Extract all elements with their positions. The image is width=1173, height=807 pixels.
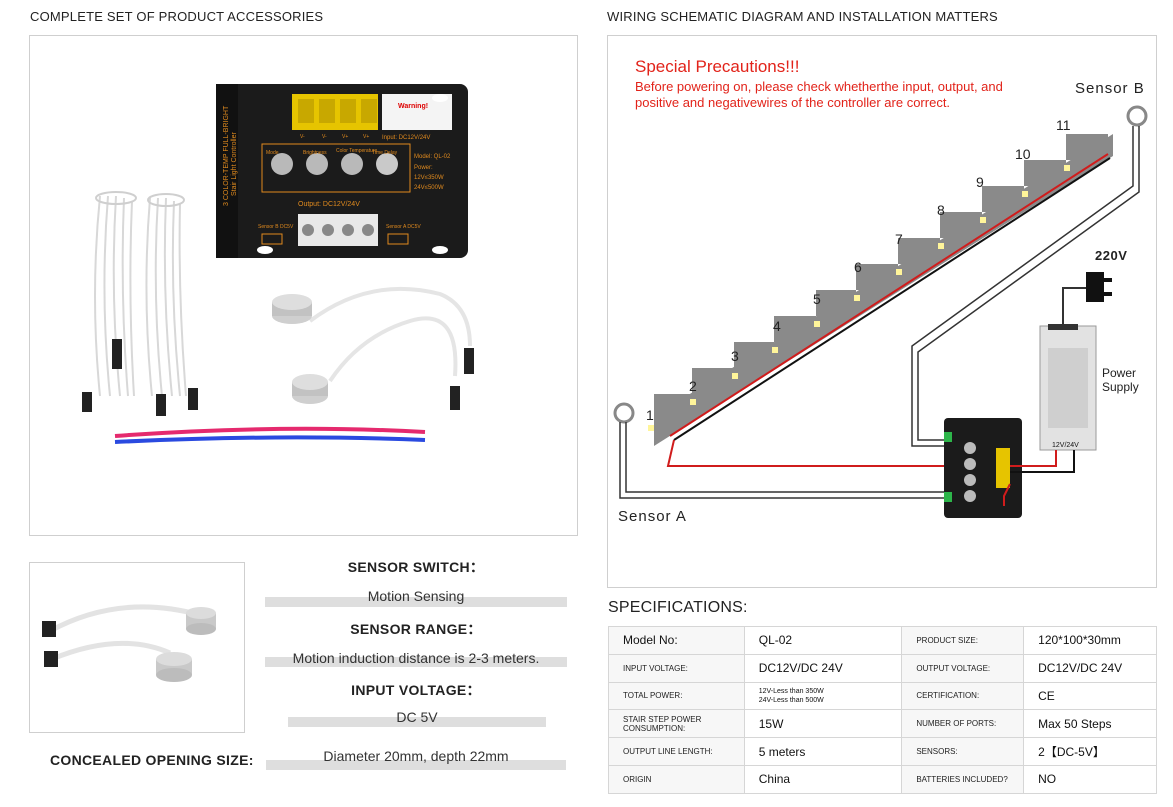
controller-warning-title: Warning! [398, 103, 428, 110]
power-supply-label: Power Supply [1102, 366, 1139, 394]
step-number-3: 3 [731, 348, 739, 364]
controller-sensor-b: Sensor B DC5V [258, 224, 294, 230]
spec-key: PRODUCT SIZE: [901, 626, 1025, 655]
step-number-7: 7 [895, 231, 903, 247]
spec-value: China [743, 764, 903, 794]
spec-key: CERTIFICATION: [901, 681, 1025, 711]
spec-key: OUTPUT VOLTAGE: [901, 653, 1025, 683]
spec-value: DC12V/DC 24V [1023, 653, 1157, 683]
spec-value: 15W [743, 709, 903, 739]
spec-value: DC12V/DC 24V [743, 653, 903, 683]
spec-key: NUMBER OF PORTS: [901, 709, 1025, 739]
sensor-switch-bar [265, 597, 567, 607]
table-row: ORIGIN China BATTERIES INCLUDED? NO [608, 764, 1157, 794]
sensor-photo [42, 604, 216, 682]
spec-value: CE [1023, 681, 1157, 711]
controller-terminal-1: V- [300, 134, 305, 140]
spec-value: 120*100*30mm [1023, 626, 1157, 655]
step-number-11: 11 [1056, 117, 1071, 133]
controller-knob-mode: Mode [266, 150, 279, 156]
spec-key: SENSORS: [901, 737, 1025, 766]
controller-title-2: Stair Light Controller [231, 132, 238, 196]
blue-wire [114, 435, 426, 444]
step-number-1: 1 [646, 407, 654, 423]
table-row: STAIR STEP POWER CONSUMPTION: 15W NUMBER… [608, 709, 1157, 739]
controller-terminal-4: V+ [363, 134, 369, 140]
spec-value: QL-02 [743, 626, 903, 655]
psu-voltage-label: 12V/24V [1052, 442, 1079, 449]
spec-value: 2【DC-5V】 [1023, 737, 1157, 766]
sensor-range-value: Motion induction distance is 2-3 meters. [292, 650, 540, 666]
precaution-text: Before powering on, please check whether… [635, 79, 1003, 110]
controller-title-1: 3 COLOR-TEMP FULL-BRIGHT [223, 105, 230, 206]
step-number-9: 9 [976, 174, 984, 190]
accessories-photo-panel: 3 COLOR-TEMP FULL-BRIGHT Stair Light Con… [29, 35, 578, 536]
wiring-diagram: 12V/24V [613, 105, 1148, 518]
controller-sensor-a: Sensor A DC5V [386, 224, 421, 230]
wiring-heading: WIRING SCHEMATIC DIAGRAM AND INSTALLATIO… [607, 9, 998, 24]
controller-terminal-2: V- [322, 134, 327, 140]
spec-value: Max 50 Steps [1023, 709, 1157, 739]
controller-terminal-3: V+ [342, 134, 348, 140]
accessories-photo: 3 COLOR-TEMP FULL-BRIGHT Stair Light Con… [82, 84, 474, 444]
table-row: TOTAL POWER: 12V-Less than 350W 24V-Less… [608, 681, 1157, 711]
specifications-heading: SPECIFICATIONS: [608, 599, 748, 616]
sensor-b-label: Sensor B [1075, 80, 1145, 97]
opening-size-value: Diameter 20mm, depth 22mm [323, 748, 509, 764]
step-number-6: 6 [854, 259, 862, 275]
controller-knob-color: Color Temperature [336, 148, 378, 154]
plug-icon [1086, 272, 1104, 302]
coiled-cables [94, 191, 187, 397]
spec-value: NO [1023, 764, 1157, 794]
spec-key: ORIGIN [608, 764, 745, 794]
input-voltage-bar [288, 717, 546, 727]
step-number-8: 8 [937, 202, 945, 218]
opening-size-bar [266, 760, 566, 770]
wiring-diagram-panel: 12V/24V [607, 35, 1157, 588]
input-voltage-label: INPUT VOLTAGE： [351, 682, 481, 698]
step-number-10: 10 [1015, 146, 1031, 162]
table-row: INPUT VOLTAGE: DC12V/DC 24V OUTPUT VOLTA… [608, 653, 1157, 683]
spec-key: BATTERIES INCLUDED? [901, 764, 1025, 794]
controller-input-label: Input: DC12V/24V [382, 135, 430, 141]
controller-power-24: 24V≤500W [414, 185, 444, 191]
sensor-a-probe [613, 402, 635, 424]
controller-model: Model: QL-02 [414, 154, 451, 160]
spec-key: OUTPUT LINE LENGTH: [608, 737, 745, 766]
step-number-2: 2 [689, 378, 697, 394]
controller-power: Power: [414, 165, 433, 171]
red-wire [114, 426, 426, 438]
table-row: Model No: QL-02 PRODUCT SIZE: 120*100*30… [608, 626, 1157, 655]
spec-key: INPUT VOLTAGE: [608, 653, 745, 683]
specifications-table: Model No: QL-02 PRODUCT SIZE: 120*100*30… [608, 626, 1157, 794]
spec-key: TOTAL POWER: [608, 681, 745, 711]
controller-power-12: 12V≤350W [414, 175, 444, 181]
spec-key: STAIR STEP POWER CONSUMPTION: [608, 709, 745, 739]
sensor-probes [272, 286, 474, 410]
spec-value: 12V-Less than 350W 24V-Less than 500W [743, 681, 903, 711]
sensor-range-bar [265, 657, 567, 667]
controller-knob-delay: Time Delay [372, 150, 398, 156]
step-number-4: 4 [773, 318, 781, 334]
sensor-switch-value: Motion Sensing [367, 588, 465, 604]
staircase [654, 134, 1113, 446]
controller-unit [216, 84, 468, 258]
sensor-range-label: SENSOR RANGE： [350, 621, 482, 637]
opening-size-label: CONCEALED OPENING SIZE: [50, 752, 254, 768]
step-number-5: 5 [813, 291, 821, 307]
controller-knob-brightness: Brightness [303, 150, 327, 156]
sensor-b-probe [1126, 105, 1148, 127]
controller-output: Output: DC12V/24V [298, 201, 360, 208]
spec-value: 5 meters [743, 737, 903, 766]
input-voltage-value: DC 5V [396, 709, 438, 725]
sensor-photo-panel [29, 562, 245, 733]
accessories-heading: COMPLETE SET OF PRODUCT ACCESSORIES [30, 9, 324, 24]
sensor-switch-label: SENSOR SWITCH： [347, 559, 485, 575]
spec-key: Model No: [608, 626, 745, 655]
table-row: OUTPUT LINE LENGTH: 5 meters SENSORS: 2【… [608, 737, 1157, 766]
sensor-a-label: Sensor A [618, 508, 687, 525]
controller-diagram [944, 418, 1022, 518]
mains-label: 220V [1095, 248, 1128, 263]
precaution-title: Special Precautions!!! [635, 57, 800, 76]
